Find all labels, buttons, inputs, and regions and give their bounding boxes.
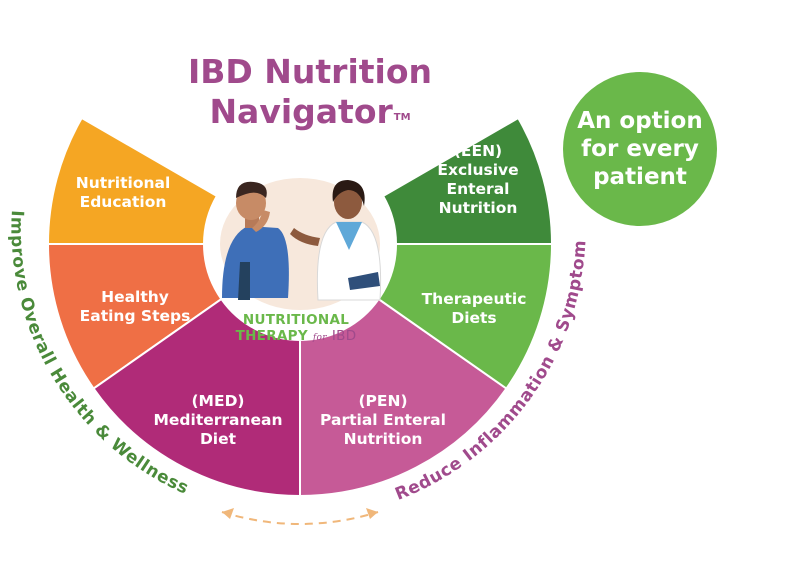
segment-line: Nutrition [343, 430, 423, 448]
segment-line: Education [79, 193, 167, 211]
segment-line: Diet [199, 430, 237, 448]
bidirectional-arrow-icon [221, 508, 379, 525]
segment-line: (PEN) [358, 392, 408, 410]
segment-line: Healthy [101, 288, 169, 306]
segment-line: Partial Enteral [320, 411, 446, 429]
title-line-2: NavigatorTM [145, 92, 475, 132]
segment-label-mediterranean-diet: (MED) Mediterranean Diet [148, 392, 288, 449]
badge-line-3: patient [593, 164, 687, 190]
logo-line-2: THERAPY for IBD [226, 328, 366, 346]
segment-label-therapeutic-diets: Therapeutic Diets [404, 290, 544, 328]
segment-label-exclusive-enteral-nutrition: (EEN) Exclusive Enteral Nutrition [408, 142, 548, 218]
segment-line: Enteral [446, 180, 510, 198]
segment-line: Diets [451, 309, 497, 327]
badge-line-1: An option [577, 108, 703, 134]
trademark-mark: TM [393, 112, 411, 123]
title-navigator: Navigator [209, 92, 393, 131]
logo-therapy: THERAPY [235, 328, 308, 344]
segment-label-partial-enteral-nutrition: (PEN) Partial Enteral Nutrition [308, 392, 458, 449]
segment-line: (EEN) [453, 142, 503, 160]
man-illustration-icon [222, 181, 289, 300]
segment-line: (MED) [191, 392, 245, 410]
doctor-illustration-icon [290, 180, 382, 301]
segment-line: Exclusive [437, 161, 519, 179]
segment-label-healthy-eating-steps: Healthy Eating Steps [70, 288, 200, 326]
center-circle [204, 148, 396, 340]
wheel-segments [46, 116, 554, 498]
badge-line-2: for every [581, 136, 699, 162]
title-line-1: IBD Nutrition [187, 52, 433, 91]
nutritional-therapy-logo: NUTRITIONAL THERAPY for IBD [226, 312, 366, 346]
logo-line-1: NUTRITIONAL [242, 312, 350, 328]
segment-line: Nutrition [438, 199, 518, 217]
segment-line: Mediterranean [153, 411, 283, 429]
segment-line: Therapeutic [421, 290, 527, 308]
segment-line: Nutritional [75, 174, 171, 192]
segment-label-nutritional-education: Nutritional Education [58, 174, 188, 212]
logo-for: for [312, 333, 327, 343]
option-for-every-patient-badge: An option for every patient [563, 72, 717, 226]
logo-ibd: IBD [331, 328, 357, 344]
segment-line: Eating Steps [79, 307, 191, 325]
